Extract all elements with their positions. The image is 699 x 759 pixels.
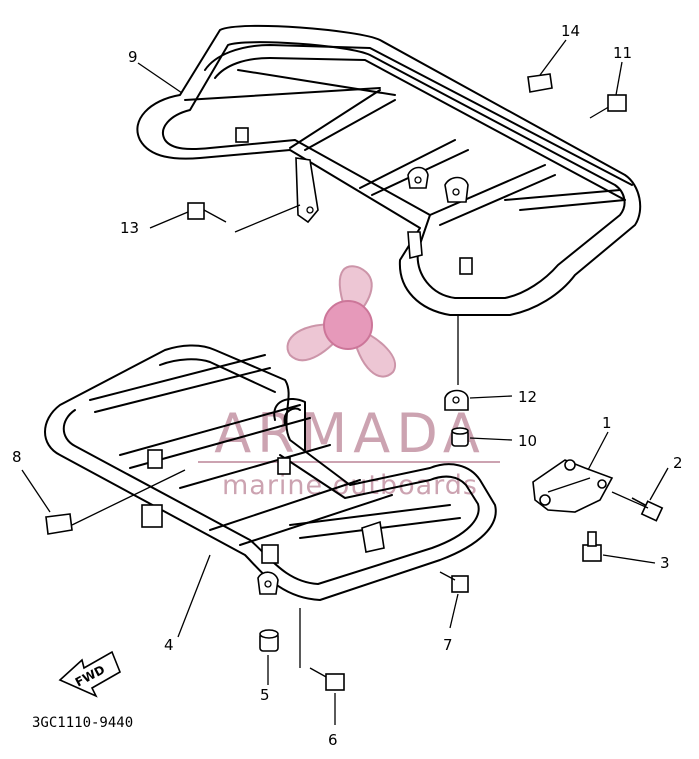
callout-9: 9 bbox=[128, 48, 138, 66]
bolt-part-13 bbox=[187, 202, 227, 223]
callout-4: 4 bbox=[164, 636, 174, 654]
bolt-part-2 bbox=[611, 491, 664, 522]
front-clip bbox=[257, 571, 279, 595]
rear-carrier bbox=[136, 24, 642, 316]
front-bracket-c bbox=[261, 544, 279, 564]
collar-part-5 bbox=[259, 629, 279, 652]
rear-mount-tab bbox=[407, 231, 423, 260]
watermark-brand: ARMADA bbox=[214, 402, 486, 465]
collar-part-10 bbox=[451, 427, 469, 447]
carrier-clip-b bbox=[444, 176, 469, 203]
callout-5: 5 bbox=[260, 686, 270, 704]
part-code: 3GC1110-9440 bbox=[32, 715, 133, 731]
callout-7: 7 bbox=[443, 636, 453, 654]
callout-6: 6 bbox=[328, 731, 338, 749]
callout-2: 2 bbox=[673, 454, 683, 472]
callout-10: 10 bbox=[518, 432, 537, 450]
rear-bracket-right bbox=[459, 257, 473, 275]
callout-13: 13 bbox=[120, 219, 139, 237]
front-bracket-e bbox=[361, 520, 385, 553]
callout-1: 1 bbox=[602, 414, 612, 432]
callout-3: 3 bbox=[660, 554, 670, 572]
bolt-part-3 bbox=[582, 531, 602, 562]
carrier-clip-a bbox=[407, 166, 429, 189]
rear-bracket-left bbox=[235, 127, 249, 143]
decal-part-8 bbox=[45, 513, 73, 535]
callout-14: 14 bbox=[561, 22, 580, 40]
front-bracket-d bbox=[277, 457, 291, 475]
front-bracket-a bbox=[147, 449, 163, 469]
front-bracket-b bbox=[141, 504, 163, 528]
propeller-icon bbox=[286, 265, 396, 378]
callout-8: 8 bbox=[12, 448, 22, 466]
bolt-part-6 bbox=[299, 608, 345, 691]
clip-part-12 bbox=[444, 389, 469, 411]
callout-12: 12 bbox=[518, 388, 537, 406]
bolt-part-11 bbox=[589, 94, 627, 119]
leader-lines bbox=[21, 39, 669, 725]
watermark-logo: ARMADA marine outboards bbox=[198, 265, 500, 501]
rear-mount-plate bbox=[295, 157, 319, 224]
fwd-arrow-icon: FWD bbox=[58, 650, 122, 698]
decal-part-14 bbox=[527, 73, 553, 93]
bracket-part bbox=[532, 459, 614, 513]
front-carrier bbox=[44, 344, 497, 601]
callout-11: 11 bbox=[613, 44, 632, 62]
bolt-part-7 bbox=[439, 571, 469, 593]
